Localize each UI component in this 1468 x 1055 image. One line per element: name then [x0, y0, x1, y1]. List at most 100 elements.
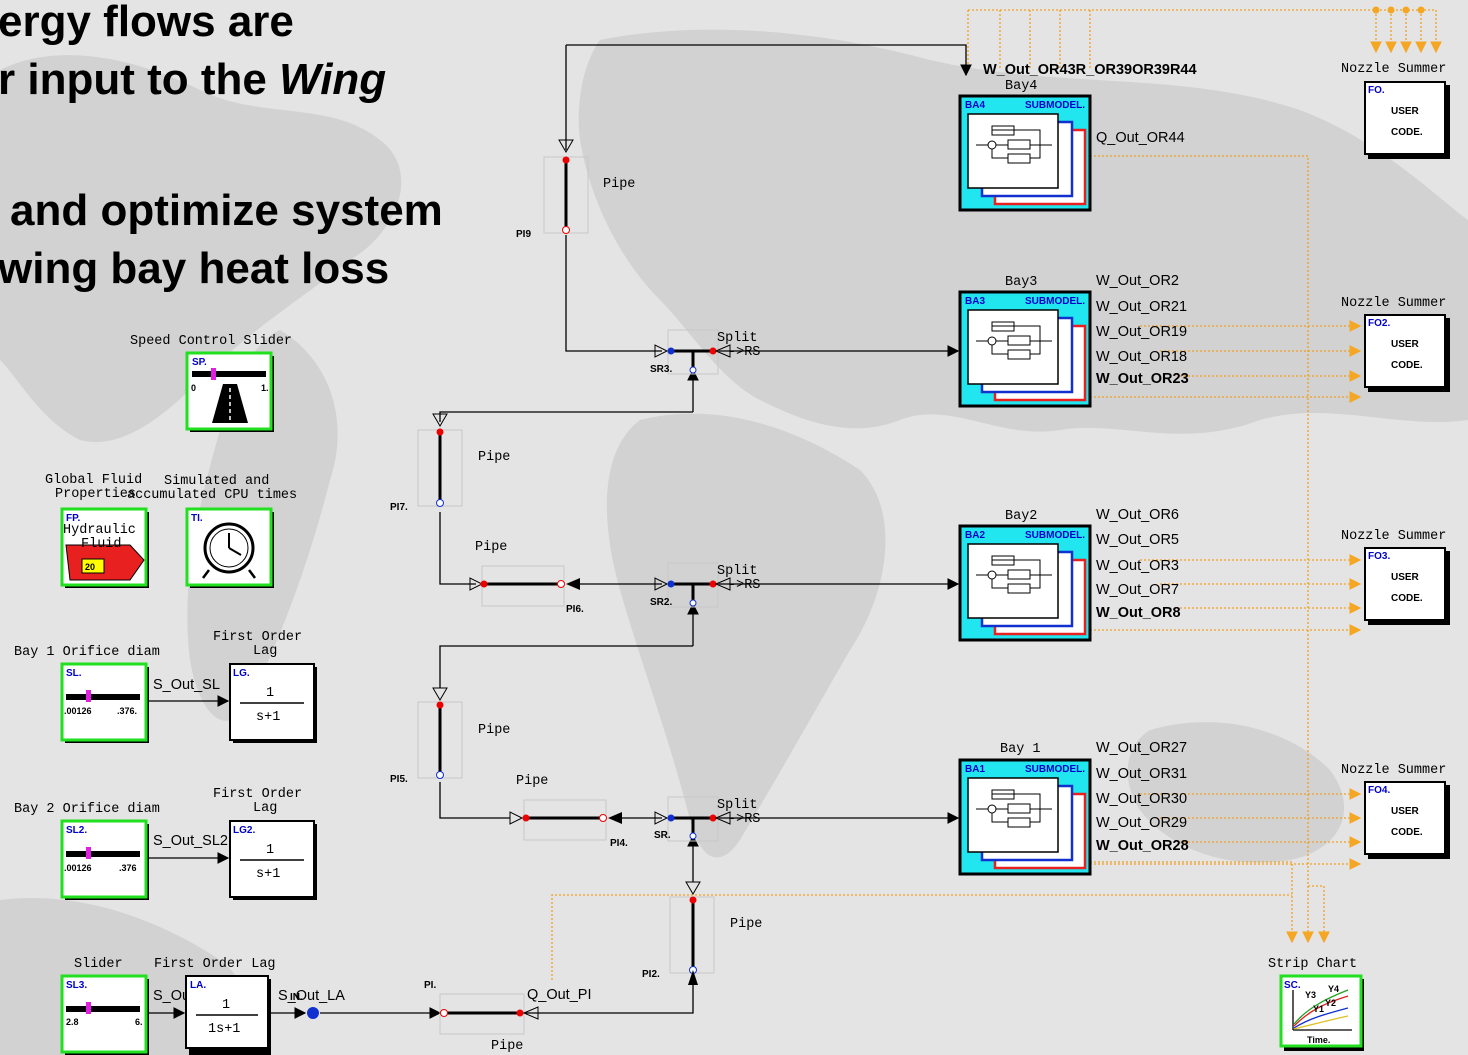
- pipe-pi7[interactable]: Pipe PI7.: [390, 413, 510, 513]
- bay3-signal-3: W_Out_OR18: [1096, 349, 1187, 365]
- nozzle-fo-tag: FO.: [1368, 85, 1385, 96]
- strip-chart-label: Strip Chart: [1268, 957, 1357, 972]
- fluid-label-2: Properties: [55, 487, 136, 502]
- pipe-pi6-tag: PI6.: [566, 604, 584, 615]
- global-fluid-properties[interactable]: Global Fluid Properties FP. 20 Hydraulic…: [45, 473, 149, 588]
- slider-sl2-min: .00126: [64, 863, 92, 873]
- nozzle-fo2-text1: USER: [1391, 339, 1420, 350]
- slider-sl-min: .00126: [64, 706, 92, 716]
- nozzle-fo4-label: Nozzle Summer: [1341, 763, 1446, 778]
- nozzle-fo2-tag: FO2.: [1368, 318, 1390, 329]
- slider-sl3-max: 6.: [135, 1017, 143, 1027]
- split-sr3-tag: SR3.: [650, 364, 672, 375]
- bay2-submodel[interactable]: Bay2 BA2 SUBMODEL. W_Out_OR6 W_Out_OR5 W…: [958, 507, 1181, 642]
- signal-wires: [551, 6, 1442, 980]
- speed-slider-min: 0: [191, 383, 196, 393]
- pipe-pi6[interactable]: Pipe PI6.: [469, 540, 662, 615]
- split-sr2[interactable]: Split ->RS SR2.: [650, 562, 760, 608]
- fluid-tag: FP.: [66, 513, 80, 524]
- speed-control-slider[interactable]: Speed Control Slider SP. 0 1.: [130, 334, 292, 432]
- bay2-label: Bay2: [1005, 509, 1037, 524]
- strip-chart-y2: Y2: [1325, 998, 1336, 1008]
- slider-sl2[interactable]: Bay 2 Orifice diam SL2. .00126 .376 S_Ou…: [14, 802, 228, 900]
- split-sr[interactable]: Split ->RS SR.: [654, 796, 760, 842]
- pipe-pi[interactable]: PI. Q_Out_PI Pipe: [424, 980, 591, 1054]
- lag-la[interactable]: First Order Lag LA. 1 1s+1 S_Out_LA IN.: [154, 957, 345, 1055]
- slider-sl[interactable]: Bay 1 Orifice diam SL. .00126 .376. S_Ou…: [14, 645, 220, 743]
- pipe-pi9[interactable]: Pipe PI9: [516, 139, 635, 240]
- strip-chart-y4: Y4: [1328, 984, 1339, 994]
- lag-lg[interactable]: First Order Lag LG. 1 s+1: [213, 630, 317, 743]
- lag-lg2-label-2: Lag: [253, 801, 277, 816]
- bay3-submodel[interactable]: Bay3 BA3 SUBMODEL. W_Out_OR2 W_Out_OR21 …: [958, 273, 1189, 408]
- bay1-submodel[interactable]: Bay 1 BA1 SUBMODEL. W_Out_OR27 W_Out_OR3…: [958, 740, 1189, 876]
- pipe-pi4[interactable]: Pipe PI4.: [509, 774, 662, 849]
- block-diagram-icon: [976, 789, 1052, 828]
- lag-la-label: First Order Lag: [154, 957, 276, 972]
- bay1-signal-1: W_Out_OR31: [1096, 766, 1187, 782]
- split-sr2-tag: SR2.: [650, 597, 672, 608]
- lag-lg2-den: s+1: [256, 867, 280, 882]
- split-sr2-label2: ->RS: [728, 578, 760, 593]
- lag-la-tag: LA.: [190, 980, 206, 991]
- lag-lg2-num: 1: [266, 843, 274, 858]
- pipe-pi4-label: Pipe: [516, 774, 548, 789]
- nozzle-fo3-tag: FO3.: [1368, 551, 1390, 562]
- lag-lg2[interactable]: First Order Lag LG2. 1 s+1: [213, 787, 317, 900]
- split-sr3-label2: ->RS: [728, 345, 760, 360]
- nozzle-fo4-text1: USER: [1391, 806, 1420, 817]
- speed-slider-max: 1.: [261, 383, 269, 393]
- bay2-signal-3: W_Out_OR7: [1096, 582, 1179, 598]
- bay2-sub: SUBMODEL.: [1025, 530, 1085, 541]
- bay3-tag: BA3: [965, 296, 985, 307]
- split-sr3[interactable]: Split ->RS SR3.: [650, 329, 760, 375]
- nozzle-fo3-text1: USER: [1391, 572, 1420, 583]
- strip-chart[interactable]: Strip Chart SC. Y1 Y2 Y3 Y4 Time.: [1268, 957, 1364, 1051]
- nozzle-summer-fo4[interactable]: Nozzle Summer FO4. USER CODE.: [1341, 763, 1450, 859]
- split-sr-label2: ->RS: [728, 812, 760, 827]
- pipe-pi7-tag: PI7.: [390, 502, 408, 513]
- lag-lg-tag: LG.: [233, 668, 250, 679]
- block-diagram-icon: [976, 555, 1052, 594]
- nozzle-summer-fo3[interactable]: Nozzle Summer FO3. USER CODE.: [1341, 529, 1450, 625]
- bay3-signal-1: W_Out_OR21: [1096, 299, 1187, 315]
- lag-lg-num: 1: [266, 686, 274, 701]
- bay2-tag: BA2: [965, 530, 985, 541]
- nozzle-summer-fo2[interactable]: Nozzle Summer FO2. USER CODE.: [1341, 296, 1450, 392]
- nozzle-fo3-text2: CODE.: [1391, 593, 1423, 604]
- slider-sl-tag: SL.: [66, 668, 82, 679]
- bay3-label: Bay3: [1005, 275, 1037, 290]
- bay4-label: Bay4: [1005, 79, 1037, 94]
- nozzle-summer-fo[interactable]: Nozzle Summer FO. USER CODE.: [1341, 62, 1450, 159]
- bay4-top-signal: W_Out_OR43R_OR39OR39R44: [983, 62, 1197, 78]
- slide-line-3: and optimize system: [10, 186, 443, 235]
- pipe-pi4-tag: PI4.: [610, 838, 628, 849]
- nozzle-fo4-tag: FO4.: [1368, 785, 1390, 796]
- cpu-timer[interactable]: Simulated and accumulated CPU times TI.: [127, 474, 297, 588]
- slider-sl2-label: Bay 2 Orifice diam: [14, 802, 160, 817]
- lag-la-in-tag: IN.: [290, 992, 303, 1003]
- pipe-pi9-tag: PI9: [516, 229, 531, 240]
- split-sr2-label1: Split: [717, 564, 758, 579]
- bay3-signal-4: W_Out_OR23: [1096, 371, 1189, 387]
- slider-sl2-tag: SL2.: [66, 825, 87, 836]
- pipe-pi2[interactable]: Pipe PI2.: [642, 881, 762, 985]
- speed-slider-tag: SP.: [192, 357, 207, 368]
- bay1-signal-4: W_Out_OR28: [1096, 838, 1189, 854]
- bay4-submodel[interactable]: W_Out_OR43R_OR39OR39R44 Bay4 BA4 SUBMODE…: [958, 62, 1197, 212]
- bay4-tag: BA4: [965, 100, 985, 111]
- split-sr-tag: SR.: [654, 830, 671, 841]
- slider-sl3-label: Slider: [74, 957, 123, 972]
- bay1-tag: BA1: [965, 764, 985, 775]
- slider-sl2-max: .376: [119, 863, 137, 873]
- bay4-sub: SUBMODEL.: [1025, 100, 1085, 111]
- lag-lg2-label-1: First Order: [213, 787, 302, 802]
- lag-lg-label-2: Lag: [253, 644, 277, 659]
- pipe-pi5[interactable]: Pipe PI5.: [390, 687, 510, 785]
- strip-chart-axis: Time.: [1307, 1035, 1330, 1045]
- bay1-sub: SUBMODEL.: [1025, 764, 1085, 775]
- pipe-pi7-label: Pipe: [478, 450, 510, 465]
- speed-slider-label: Speed Control Slider: [130, 334, 292, 349]
- slide-line-1: ergy flows are: [0, 0, 294, 46]
- strip-chart-tag: SC.: [1284, 980, 1301, 991]
